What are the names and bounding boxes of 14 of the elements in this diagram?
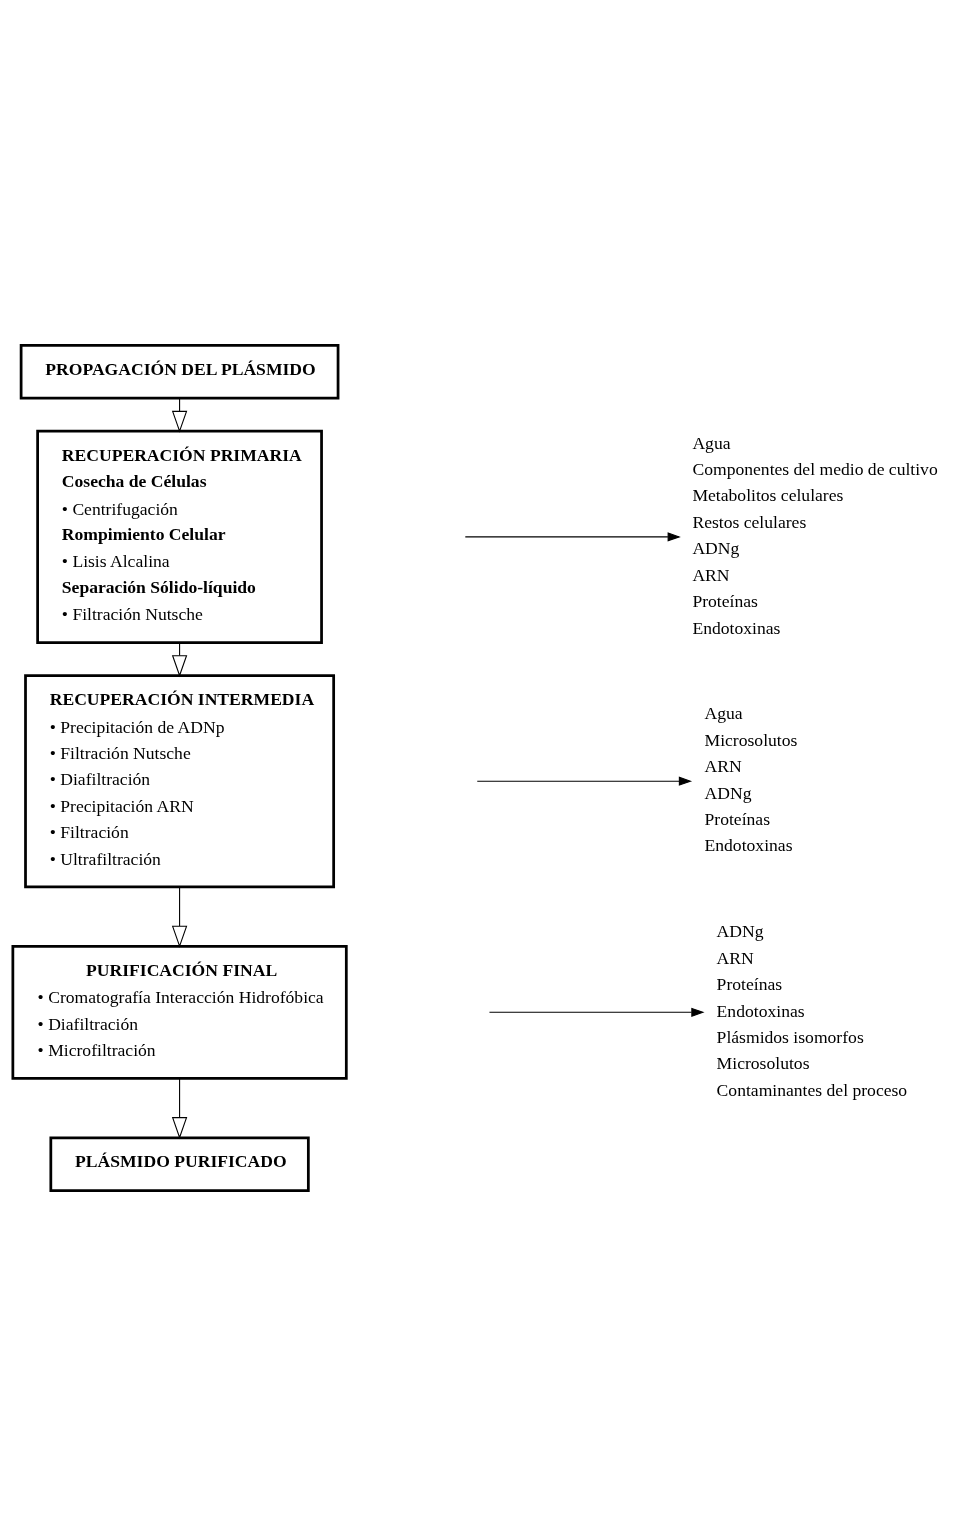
node-text: Agua Microsolutos ARN ADNg Proteínas Endotoxinas xyxy=(704,703,798,856)
node-text: Agua Componentes del medio de cultivo Metabolitos celulares Restos celulares ADNg ARN Proteínas Endotoxinas xyxy=(692,432,938,638)
node-text: ADNg ARN Proteínas Endotoxinas Plásmidos isomorfos Microsolutos Contaminantes del proceso xyxy=(716,921,908,1100)
node-box: RECUPERACIÓN PRIMARIA Cosecha de Células • Centrifugación Rompimiento Celular • Lisis Alcalina Separación Sólido-líquido • Filtración Nutsche xyxy=(36,429,323,644)
node-box: PLÁSMIDO PURIFICADO xyxy=(49,1136,310,1192)
arrow xyxy=(171,397,188,433)
arrow xyxy=(464,532,681,542)
node-box: PROPAGACIÓN DEL PLÁSMIDO xyxy=(19,344,340,400)
arrow xyxy=(476,776,693,786)
node-box: RECUPERACIÓN INTERMEDIA • Precipitación de ADNp • Filtración Nutsche • Diafiltración • Precipitación ARN • Filtración • Ultrafiltración xyxy=(24,674,336,889)
arrow xyxy=(171,886,188,948)
node-box: PURIFICACIÓN FINAL • Cromatografía Interacción Hidrofóbica • Diafiltración • Microfiltración xyxy=(11,944,348,1080)
arrow xyxy=(171,1078,188,1140)
arrow xyxy=(488,1007,705,1017)
